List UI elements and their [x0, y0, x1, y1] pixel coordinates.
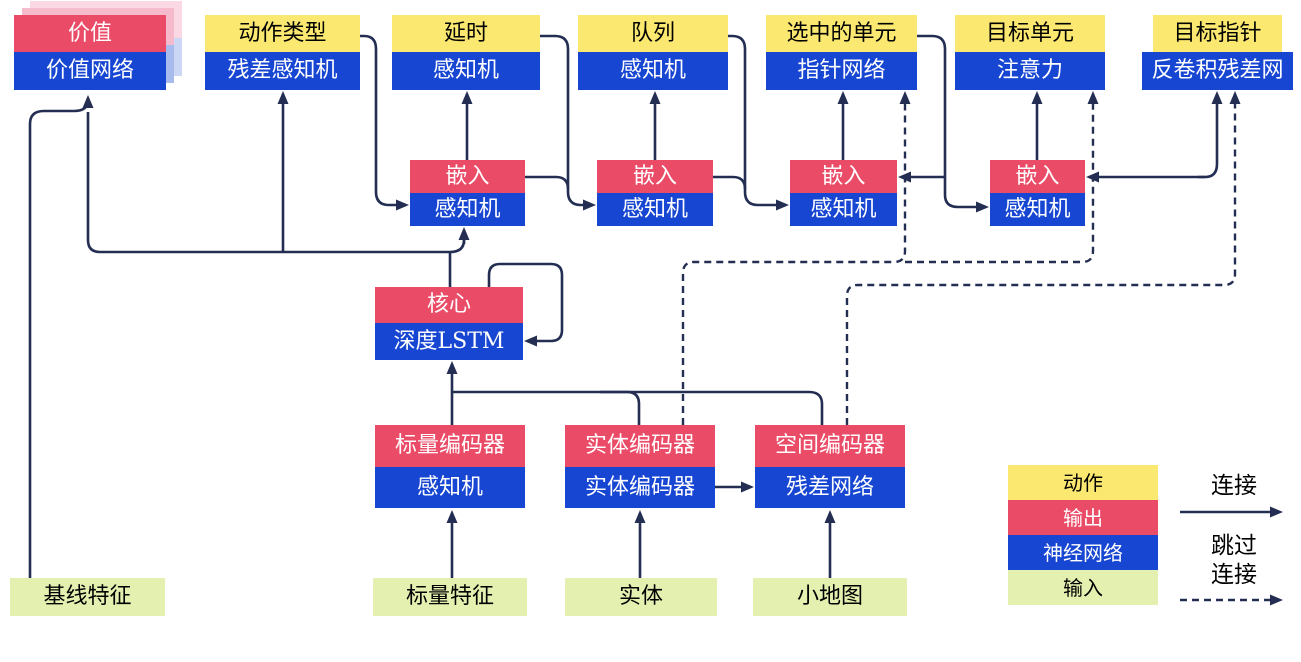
node-target-unit-body: 注意力 — [955, 52, 1105, 90]
node-queue: 队列 感知机 — [578, 15, 728, 90]
node-embed-1-header: 嵌入 — [410, 160, 525, 193]
legend-skip-label-line2: 连接 — [1211, 562, 1257, 588]
edge-to-targetpoint — [1198, 91, 1223, 179]
edge-queue-to-embed3 — [728, 34, 789, 211]
legend-action: 动作 — [1008, 465, 1158, 500]
node-action-type-body: 残差感知机 — [205, 52, 360, 90]
skip-spatial-to-targetpoint — [845, 91, 1241, 425]
node-core-header: 核心 — [375, 287, 523, 323]
node-selected-units-header: 选中的单元 — [766, 15, 917, 52]
edge-core-loop — [487, 262, 564, 347]
legend-output: 输出 — [1008, 500, 1158, 535]
node-scalar-encoder: 标量编码器 感知机 — [375, 425, 525, 508]
node-entity-encoder: 实体编码器 实体编码器 — [565, 425, 715, 508]
node-core: 核心 深度LSTM — [375, 287, 523, 360]
node-target-point-header: 目标指针 — [1153, 15, 1282, 52]
legend-network: 神经网络 — [1008, 535, 1158, 570]
node-target-point-body: 反卷积残差网 — [1142, 52, 1293, 90]
node-embed-2-header: 嵌入 — [597, 160, 713, 193]
node-spatial-encoder-body: 残差网络 — [755, 467, 905, 508]
node-embed-4-header: 嵌入 — [990, 160, 1085, 193]
node-core-body: 深度LSTM — [375, 323, 523, 360]
edge-core-output-bus — [86, 112, 466, 254]
input-baseline-features: 基线特征 — [10, 578, 165, 616]
node-target-unit-header: 目标单元 — [955, 15, 1105, 52]
edge-selected-to-embed4 — [917, 34, 989, 213]
input-entities: 实体 — [565, 578, 717, 616]
node-spatial-encoder-header: 空间编码器 — [755, 425, 905, 467]
edge-delay-to-embed2 — [540, 34, 596, 211]
node-target-point: 目标指针 反卷积残差网 — [1142, 15, 1293, 90]
node-delay-body: 感知机 — [392, 52, 540, 90]
node-embed-3: 嵌入 感知机 — [790, 160, 897, 226]
node-embed-2: 嵌入 感知机 — [597, 160, 713, 226]
node-entity-encoder-header: 实体编码器 — [565, 425, 715, 467]
input-minimap: 小地图 — [753, 578, 907, 616]
node-entity-encoder-body: 实体编码器 — [565, 467, 715, 508]
edge-embed1-out — [525, 175, 570, 190]
node-embed-2-body: 感知机 — [597, 193, 713, 226]
legend-input: 输入 — [1008, 570, 1158, 605]
node-selected-units-body: 指针网络 — [766, 52, 917, 90]
node-spatial-encoder: 空间编码器 残差网络 — [755, 425, 905, 508]
node-embed-3-body: 感知机 — [790, 193, 897, 226]
node-action-type-header: 动作类型 — [205, 15, 360, 52]
edge-actiontype-to-embed1 — [360, 34, 409, 211]
node-scalar-encoder-header: 标量编码器 — [375, 425, 525, 467]
edge-entityenc-riser — [600, 390, 641, 425]
node-embed-1-body: 感知机 — [410, 193, 525, 226]
skip-entity-to-attention — [905, 91, 1099, 264]
node-value-body: 价值网络 — [14, 52, 166, 90]
node-embed-3-header: 嵌入 — [790, 160, 897, 193]
node-embed-4-body: 感知机 — [990, 193, 1085, 226]
node-value-header: 价值 — [14, 15, 166, 52]
node-selected-units: 选中的单元 指针网络 — [766, 15, 917, 90]
node-target-unit: 目标单元 注意力 — [955, 15, 1105, 90]
edge-embed2-out — [713, 175, 747, 190]
node-scalar-encoder-body: 感知机 — [375, 467, 525, 508]
input-scalar-features: 标量特征 — [373, 578, 527, 616]
node-delay: 延时 感知机 — [392, 15, 540, 90]
node-embed-1: 嵌入 感知机 — [410, 160, 525, 226]
edge-baseline-to-value — [28, 95, 94, 578]
node-queue-header: 队列 — [578, 15, 728, 52]
legend-skip-label-line1: 跳过 — [1211, 533, 1257, 559]
legend-connection-label: 连接 — [1211, 473, 1257, 499]
skip-entity-to-pointer — [681, 91, 911, 425]
node-action-type: 动作类型 残差感知机 — [205, 15, 360, 90]
node-delay-header: 延时 — [392, 15, 540, 52]
edge-encoder-bus — [452, 390, 824, 425]
node-value: 价值 价值网络 — [14, 15, 166, 90]
node-queue-body: 感知机 — [578, 52, 728, 90]
node-embed-4: 嵌入 感知机 — [990, 160, 1085, 226]
